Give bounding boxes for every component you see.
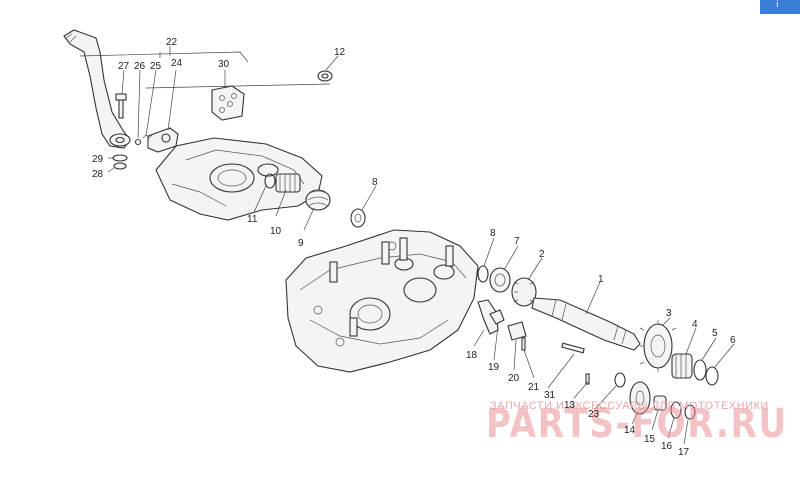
callout-14: 14 [624, 425, 636, 436]
callout-labels: 22 12 30 27 26 25 24 29 28 8 11 10 9 8 7… [92, 37, 736, 458]
callout-16: 16 [661, 441, 673, 452]
plate-20 [507, 321, 527, 341]
callout-12: 12 [334, 47, 346, 58]
kickstart-lever [63, 29, 131, 149]
group-22-bracket [79, 51, 331, 89]
kickstart-bolt-27 [115, 93, 127, 119]
callout-24: 24 [171, 58, 183, 69]
callout-9: 9 [298, 238, 304, 249]
callout-25: 25 [150, 61, 162, 72]
corner-tab[interactable]: i [760, 0, 800, 14]
callout-31: 31 [544, 390, 556, 401]
callout-8-lower: 8 [490, 228, 496, 239]
callout-3: 3 [666, 308, 672, 319]
spring-10 [275, 173, 301, 193]
ball-26 [134, 138, 142, 146]
callout-8-upper: 8 [372, 177, 378, 188]
kickstart-washer-29 [112, 154, 128, 162]
washer-16 [670, 401, 682, 419]
crankcase-main [285, 229, 479, 373]
spring-9 [305, 189, 331, 211]
nut-12 [317, 70, 333, 82]
callout-2: 2 [539, 249, 545, 260]
callout-1: 1 [598, 274, 604, 285]
circlip-17 [684, 404, 696, 420]
watermark: ЗАПЧАСТИ И АКСЕССУАРЫ ДЛЯ МОТОТЕХНИКИ PA… [486, 400, 788, 447]
washer-5 [693, 359, 707, 381]
pin-31 [561, 342, 585, 354]
circlip-6 [705, 366, 719, 386]
circlip-11 [264, 173, 276, 189]
washer-8-lower [477, 265, 489, 283]
callout-19: 19 [488, 362, 500, 373]
plate-19 [489, 309, 505, 325]
gear-14 [629, 381, 651, 415]
callout-27: 27 [118, 61, 130, 72]
spring-25 [142, 134, 153, 139]
callout-20: 20 [508, 373, 520, 384]
stopper-18 [477, 299, 499, 335]
callout-13: 13 [564, 400, 576, 411]
callout-4: 4 [692, 319, 698, 330]
bearing-4 [671, 353, 693, 379]
screw-13 [585, 373, 590, 385]
callout-6: 6 [730, 335, 736, 346]
gear-3 [639, 320, 677, 372]
callout-7: 7 [514, 236, 520, 247]
screw-21 [521, 337, 526, 351]
kickstart-shaft-1 [531, 297, 641, 351]
callout-21: 21 [528, 382, 540, 393]
washer-23 [614, 372, 626, 388]
callout-10: 10 [270, 226, 282, 237]
callout-23: 23 [588, 409, 600, 420]
washer-8-upper [350, 208, 366, 228]
leader-lines [107, 46, 735, 445]
corner-tab-label: i [776, 0, 779, 10]
gear-7 [489, 267, 511, 293]
callout-17: 17 [678, 447, 690, 458]
callout-30: 30 [218, 59, 230, 70]
watermark-brand: PARTS-FOR.RU [486, 401, 788, 447]
rubber-pad-30 [211, 85, 245, 121]
callout-26: 26 [134, 61, 146, 72]
callout-11: 11 [247, 214, 258, 225]
callout-22: 22 [166, 37, 178, 48]
bearing-15 [653, 395, 667, 411]
watermark-tagline: ЗАПЧАСТИ И АКСЕССУАРЫ ДЛЯ МОТОТЕХНИКИ [490, 400, 769, 412]
callout-28: 28 [92, 169, 104, 180]
callout-15: 15 [644, 434, 656, 445]
callout-5: 5 [712, 328, 718, 339]
gear-2 [511, 277, 537, 307]
kickstart-nut-28 [113, 162, 127, 170]
callout-18: 18 [466, 350, 478, 361]
callout-29: 29 [92, 154, 104, 165]
